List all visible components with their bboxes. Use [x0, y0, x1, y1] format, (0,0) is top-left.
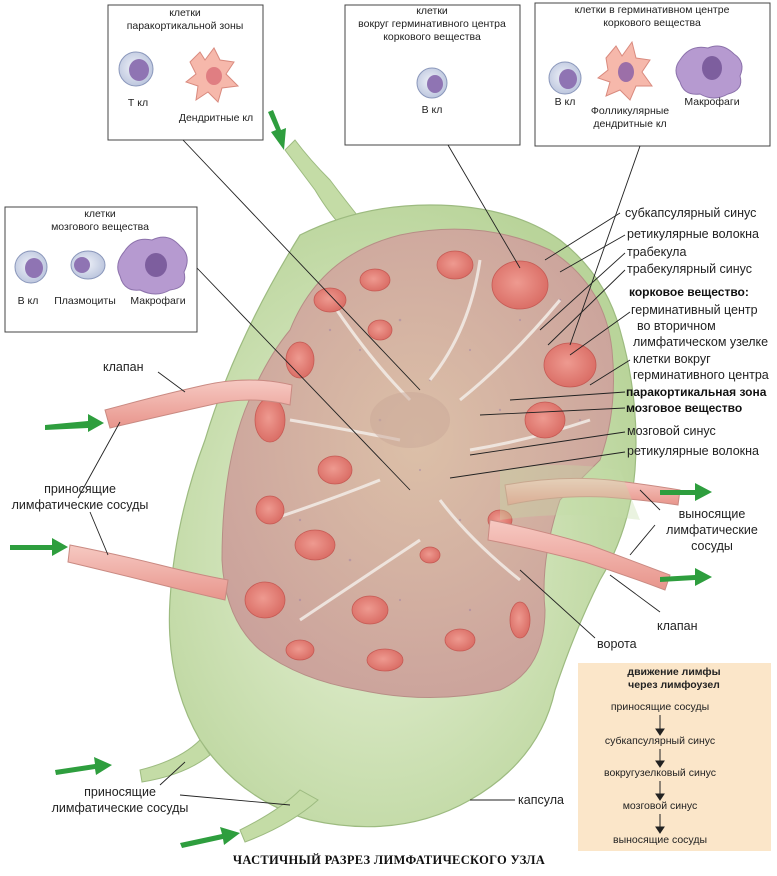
label-germinal-center: лимфатическом узелке	[633, 335, 768, 349]
arrow-icon	[55, 757, 112, 775]
box-title: коркового вещества	[603, 17, 701, 29]
label-hilum: ворота	[597, 637, 637, 651]
box-title: вокруг герминативного центра	[358, 18, 506, 30]
label-capsule: капсула	[518, 793, 564, 807]
plasma-cell-icon	[70, 250, 106, 280]
label-efferent: лимфатические	[666, 523, 758, 537]
figure-caption: ЧАСТИЧНЫЙ РАЗРЕЗ ЛИМФАТИЧЕСКОГО УЗЛА	[233, 853, 545, 867]
leader-lines	[77, 139, 661, 806]
macrophage-icon	[117, 236, 188, 295]
arrow-icon	[180, 827, 240, 848]
flow-step: приносящие сосуды	[611, 701, 709, 713]
arrow-icon	[10, 538, 68, 556]
flow-title: движение лимфы	[627, 666, 720, 678]
label-reticular-fibers: ретикулярные волокна	[627, 227, 759, 241]
label-valve: клапан	[103, 360, 144, 374]
cell-label: Фолликулярные	[591, 105, 669, 117]
b-cell-icon	[416, 67, 448, 99]
labels-right: субкапсулярный синус ретикулярные волокн…	[625, 206, 769, 458]
label-afferent-bottom: приносящие	[84, 785, 156, 799]
cell-label: Плазмоциты	[54, 295, 116, 307]
afferent-vessels	[67, 379, 293, 601]
efferent-vessels	[487, 465, 681, 591]
box-title: мозгового вещества	[51, 221, 149, 233]
cell-label: Т кл	[128, 97, 148, 109]
box-paracortical-cells: клетки паракортикальной зоны Т кл Дендри…	[107, 4, 264, 141]
arrow-icon	[660, 568, 712, 586]
flow-step: выносящие сосуды	[613, 834, 707, 846]
flow-title: через лимфоузел	[628, 679, 720, 691]
lymph-flow-arrows	[10, 110, 712, 848]
label-efferent: сосуды	[691, 539, 733, 553]
cell-label: В кл	[555, 96, 576, 108]
box-title: клетки	[416, 5, 448, 17]
label-around-germinal: герминативного центра	[633, 368, 769, 382]
flow-step: мозговой синус	[623, 800, 698, 812]
flow-step: субкапсулярный синус	[605, 735, 715, 747]
label-reticular-fibers: ретикулярные волокна	[627, 444, 759, 458]
arrow-icon	[268, 110, 286, 150]
label-trabecula: трабекула	[627, 245, 686, 259]
label-around-germinal: клетки вокруг	[633, 352, 711, 366]
cell-label: Дендритные кл	[179, 112, 253, 124]
arrow-icon	[660, 483, 712, 501]
b-cell-icon	[548, 61, 582, 95]
arrow-icon	[45, 414, 104, 432]
box-germinal-center-cells: клетки в герминативном центре коркового …	[534, 2, 771, 147]
t-cell-icon	[118, 51, 154, 87]
label-subcapsular-sinus: субкапсулярный синус	[625, 206, 756, 220]
lymph-flow-box: движение лимфы через лимфоузел приносящи…	[578, 663, 771, 851]
box-title: клетки	[84, 208, 116, 220]
follicular-dendritic-cell-icon	[596, 40, 653, 101]
arrow-down-icon	[655, 793, 665, 801]
label-germinal-center: герминативный центр	[631, 303, 758, 317]
dendritic-cell-icon	[184, 47, 240, 103]
label-cortex: корковое вещество:	[629, 285, 749, 299]
box-title: коркового вещества	[383, 31, 481, 43]
box-germinal-around-cells: клетки вокруг герминативного центра корк…	[344, 4, 521, 146]
label-efferent: выносящие	[679, 507, 746, 521]
flow-step: вокругузелковый синус	[604, 767, 716, 779]
box-title: клетки в герминативном центре	[575, 4, 730, 16]
cell-label: дендритные кл	[593, 118, 666, 130]
labels-lower-right: выносящие лимфатические сосуды клапан во…	[518, 507, 758, 807]
cut-surface	[221, 228, 614, 698]
label-afferent: лимфатические сосуды	[12, 498, 149, 512]
macrophage-icon	[675, 45, 743, 99]
cell-label: В кл	[18, 295, 39, 307]
box-title: паракортикальной зоны	[127, 20, 244, 32]
label-valve-right: клапан	[657, 619, 698, 633]
box-medulla-cells: клетки мозгового вещества В кл Плазмоцит…	[4, 206, 198, 333]
b-cell-icon	[14, 250, 48, 284]
label-medullary-sinus: мозговой синус	[627, 424, 716, 438]
label-medulla: мозговое вещество	[626, 401, 742, 415]
label-afferent: приносящие	[44, 482, 116, 496]
cell-label: Макрофаги	[684, 96, 739, 108]
labels-left: клапан приносящие лимфатические сосуды п…	[12, 360, 189, 815]
cell-label: В кл	[422, 104, 443, 116]
label-paracortical-zone: паракортикальная зона	[626, 385, 767, 399]
label-trabecular-sinus: трабекулярный синус	[627, 262, 752, 276]
arrow-down-icon	[655, 760, 665, 768]
box-title: клетки	[169, 7, 201, 19]
arrow-down-icon	[655, 826, 665, 834]
cell-label: Макрофаги	[130, 295, 185, 307]
label-germinal-center: во вторичном	[637, 319, 716, 333]
arrow-down-icon	[655, 728, 665, 736]
flow-arrows	[655, 715, 665, 834]
label-afferent-bottom: лимфатические сосуды	[52, 801, 189, 815]
